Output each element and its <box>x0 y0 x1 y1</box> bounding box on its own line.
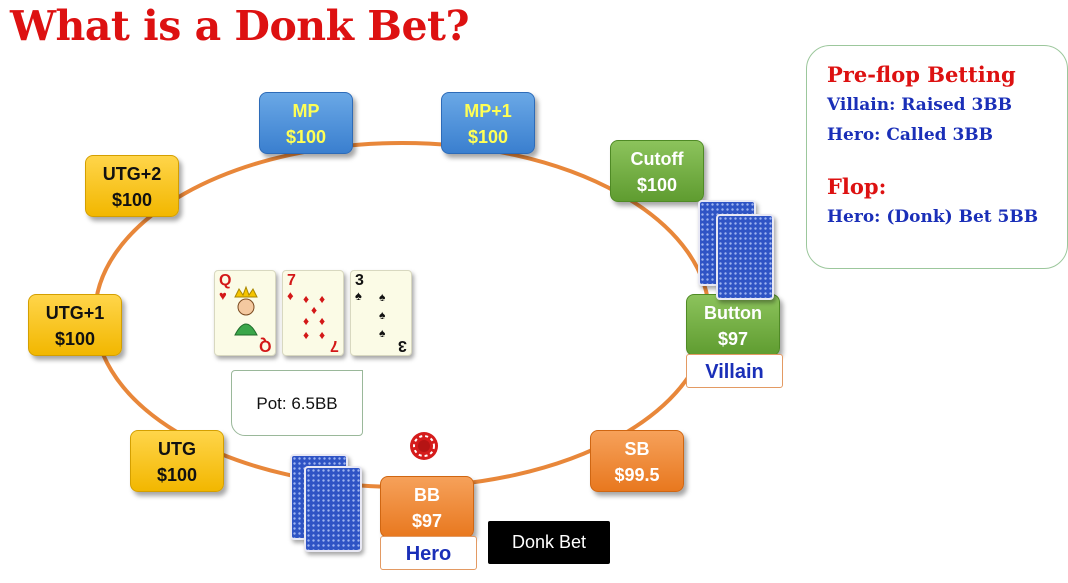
seat-position: MP+1 <box>464 101 512 121</box>
board-card-queen-hearts: Q ♥ Q <box>214 270 276 356</box>
preflop-hero-action: Hero: Called 3BB <box>827 125 994 145</box>
seat-button: Button $97 <box>686 294 780 356</box>
diamond-icon: ♦ <box>303 314 310 328</box>
villain-label: Villain <box>686 354 783 388</box>
card-rank: Q <box>219 272 232 289</box>
seat-stack: $100 <box>54 329 96 349</box>
seat-utg-plus-1: UTG+1 $100 <box>28 294 122 356</box>
card-rank: 7 <box>330 337 339 354</box>
seat-position: UTG <box>158 439 196 459</box>
preflop-villain-action: Villain: Raised 3BB <box>827 95 1013 115</box>
card-rank: 3 <box>355 272 364 289</box>
seat-stack: $100 <box>285 127 327 147</box>
hero-card-back <box>304 466 362 552</box>
spacer <box>827 150 1067 172</box>
diamond-icon: ♦ <box>319 328 326 342</box>
flop-hero-action: Hero: (Donk) Bet 5BB <box>827 207 1039 227</box>
seat-position: UTG+1 <box>45 303 105 323</box>
seat-utg-plus-2: UTG+2 $100 <box>85 155 179 217</box>
diamond-icon: ♦ <box>303 328 310 342</box>
seat-mp-plus-1: MP+1 $100 <box>441 92 535 154</box>
seat-mp: MP $100 <box>259 92 353 154</box>
diamond-icon: ♦ <box>287 288 294 303</box>
seat-cutoff: Cutoff $100 <box>610 140 704 202</box>
card-rank: Q <box>258 337 271 354</box>
seat-position: Cutoff <box>630 149 684 169</box>
heart-icon: ♥ <box>219 288 227 303</box>
seat-stack: $99.5 <box>614 465 660 485</box>
spade-icon: ♠ <box>379 326 386 340</box>
board-card-seven-diamonds: 7 ♦ ♦ ♦ ♦ ♦ ♦ ♦ ♦ 7 <box>282 270 344 356</box>
seat-stack: $100 <box>111 190 153 210</box>
seat-utg: UTG $100 <box>130 430 224 492</box>
seat-position: MP <box>292 101 320 121</box>
diamond-icon: ♦ <box>319 314 326 328</box>
seat-sb: SB $99.5 <box>590 430 684 492</box>
hero-label: Hero <box>380 536 477 570</box>
diamond-icon: ♦ <box>311 303 318 317</box>
card-rank: 7 <box>287 272 296 289</box>
card-rank: 3 <box>398 337 407 354</box>
donk-bet-label: Donk Bet <box>488 521 610 564</box>
seat-position: SB <box>624 439 650 459</box>
seat-position: UTG+2 <box>102 164 162 184</box>
seat-position: Button <box>704 303 762 323</box>
flop-heading: Flop: <box>827 174 887 199</box>
diamond-icon: ♦ <box>319 292 326 306</box>
seat-stack: $97 <box>717 329 749 349</box>
page-title: What is a Donk Bet? <box>10 2 470 50</box>
spade-icon: ♠ <box>379 290 386 304</box>
betting-summary-box: Pre-flop Betting Villain: Raised 3BB Her… <box>806 45 1068 269</box>
seat-stack: $97 <box>411 511 443 531</box>
seat-stack: $100 <box>156 465 198 485</box>
seat-stack: $100 <box>467 127 509 147</box>
villain-card-back <box>716 214 774 300</box>
preflop-heading: Pre-flop Betting <box>827 62 1016 87</box>
board-card-three-spades: 3 ♠ ♠ ♠ ♠ 3 <box>350 270 412 356</box>
queen-figure-icon <box>234 285 258 336</box>
pot-box: Pot: 6.5BB <box>231 370 363 436</box>
spade-icon: ♠ <box>379 308 386 322</box>
seat-bb: BB $97 <box>380 476 474 538</box>
diamond-icon: ♦ <box>303 292 310 306</box>
seat-position: BB <box>414 485 440 505</box>
spade-icon: ♠ <box>355 288 362 303</box>
seat-stack: $100 <box>636 175 678 195</box>
